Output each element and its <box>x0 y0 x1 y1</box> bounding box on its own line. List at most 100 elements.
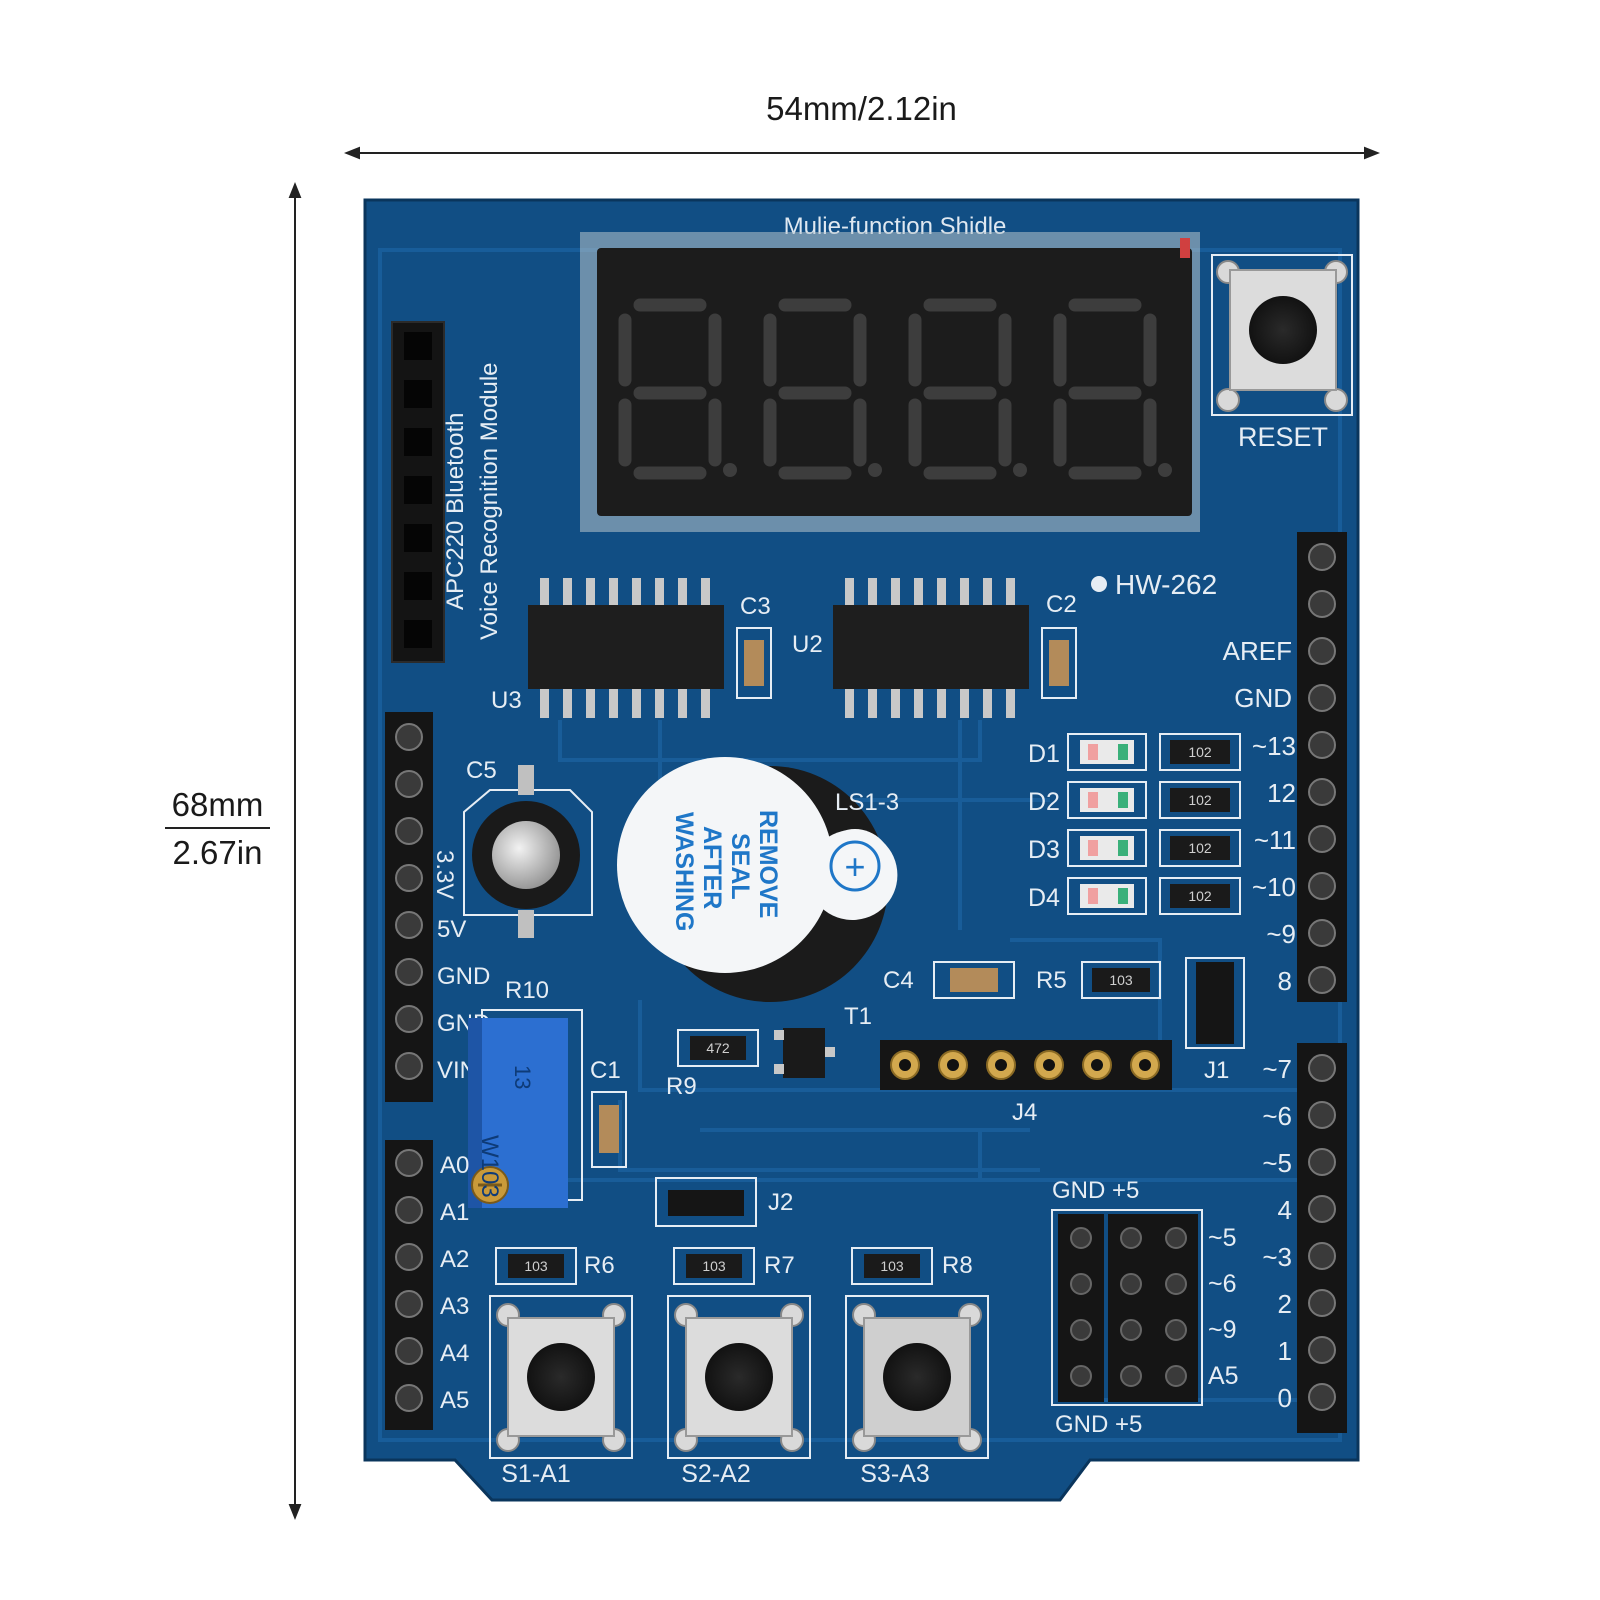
module-label-bluetooth: APC220 Bluetooth <box>442 413 469 610</box>
resistor-r5 <box>1081 961 1161 999</box>
resistor-code-r1: 102 <box>1188 744 1212 760</box>
right-header-top-labels: AREF GND ~13 12 ~11 ~10 ~9 8 <box>1223 636 1296 996</box>
label-j2: J2 <box>768 1189 793 1216</box>
buzzer-plus-symbol: + <box>844 846 865 887</box>
led-labels: D1 D2 D3 D4 <box>1028 740 1060 912</box>
button-labels: S1-A1 S2-A2 S3-A3 <box>501 1460 929 1488</box>
label-r6: R6 <box>584 1252 615 1279</box>
power-header <box>385 712 433 1102</box>
seven-segment-display <box>597 248 1192 516</box>
pin-block-row-6: ~6 <box>1208 1270 1237 1298</box>
pin-block-bottom-label: GND +5 <box>1055 1411 1142 1438</box>
label-c1: C1 <box>590 1057 621 1084</box>
pin-label-6: ~6 <box>1262 1101 1292 1131</box>
height-in-label: 2.67in <box>172 834 263 871</box>
pin-label-gnd-1: GND <box>437 963 490 990</box>
analog-header-labels: A0 A1 A2 A3 A4 A5 <box>440 1152 469 1414</box>
pin-label-13: ~13 <box>1252 731 1296 761</box>
model-dot <box>1091 576 1107 592</box>
pin-label-10: ~10 <box>1252 872 1296 902</box>
pin-label-a5: A5 <box>440 1387 469 1414</box>
reset-button[interactable] <box>1211 254 1353 416</box>
display-decimal-points <box>723 463 1172 477</box>
reset-label: RESET <box>1238 422 1328 452</box>
led-resistor-codes: 102 102 102 102 <box>1188 744 1212 904</box>
resistor-code-r2: 102 <box>1188 792 1212 808</box>
potentiometer-r10[interactable] <box>468 1009 583 1208</box>
button-s3[interactable] <box>845 1295 989 1459</box>
led-label-d1: D1 <box>1028 740 1060 768</box>
pin-label-a4: A4 <box>440 1340 469 1367</box>
label-s3-a3: S3-A3 <box>860 1460 929 1488</box>
right-header-bottom <box>1297 1043 1347 1433</box>
label-t1: T1 <box>844 1003 872 1030</box>
pin-label-1: 1 <box>1278 1336 1292 1366</box>
pin-label-a2: A2 <box>440 1246 469 1273</box>
led-label-d2: D2 <box>1028 788 1060 816</box>
label-j4: J4 <box>1012 1099 1037 1126</box>
pin-label-2: 2 <box>1278 1289 1292 1319</box>
resistor-r9 <box>677 1029 759 1067</box>
transistor-t1 <box>774 1028 835 1078</box>
pin-label-gnd: GND <box>1234 683 1292 713</box>
pin-block-row-a5: A5 <box>1208 1362 1239 1390</box>
pin-block-row-labels: ~5 ~6 ~9 A5 <box>1208 1224 1239 1390</box>
label-c4: C4 <box>883 967 914 994</box>
pin-label-5v: 5V <box>437 916 466 943</box>
model-label: HW-262 <box>1115 569 1217 600</box>
resistor-code-r4: 102 <box>1188 888 1212 904</box>
display-marker <box>1180 238 1190 258</box>
jumper-j2 <box>655 1177 757 1227</box>
pin-label-a0: A0 <box>440 1152 469 1179</box>
button-s1[interactable] <box>489 1295 633 1459</box>
led-label-d3: D3 <box>1028 836 1060 864</box>
pot-marking-13: 13 <box>510 1065 535 1089</box>
pin-label-11: ~11 <box>1254 825 1296 855</box>
pin-label-7: ~7 <box>1262 1054 1292 1084</box>
analog-header <box>385 1140 433 1430</box>
capacitor-c3 <box>736 627 772 699</box>
width-dimension-label: 54mm/2.12in <box>766 90 957 127</box>
capacitor-c2 <box>1041 627 1077 699</box>
sticker-line-1: REMOVE <box>754 810 782 918</box>
led-array <box>1067 733 1241 915</box>
sticker-line-2: SEAL <box>726 833 754 900</box>
resistor-code-r8: 103 <box>880 1258 904 1274</box>
label-r10: R10 <box>505 977 549 1004</box>
right-header-top <box>1297 532 1347 1002</box>
height-dimension-label: 68mm 2.67in <box>165 785 270 873</box>
pin-block-top-label: GND +5 <box>1052 1177 1139 1204</box>
capacitor-c4 <box>933 961 1015 999</box>
height-mm-label: 68mm <box>165 785 270 829</box>
pin-block-row-5: ~5 <box>1208 1224 1237 1252</box>
resistor-code-r6: 103 <box>524 1258 548 1274</box>
pin-label-12: 12 <box>1267 778 1296 808</box>
socket-j4 <box>880 1040 1172 1090</box>
button-s2[interactable] <box>667 1295 811 1459</box>
buzzer-ls1 <box>617 757 898 1002</box>
resistor-r8 <box>851 1247 933 1285</box>
pin-label-4: 4 <box>1278 1195 1292 1225</box>
pot-marking-w103: W103 <box>476 1135 503 1198</box>
sticker-line-4: WASHING <box>670 812 698 931</box>
label-r8: R8 <box>942 1252 973 1279</box>
label-r9: R9 <box>666 1073 697 1100</box>
label-c5: C5 <box>466 757 497 784</box>
label-s1-a1: S1-A1 <box>501 1460 570 1488</box>
pin-label-9: ~9 <box>1266 919 1296 949</box>
resistor-r6 <box>495 1247 577 1285</box>
ic-u3 <box>528 578 724 718</box>
ic-u2 <box>833 578 1029 718</box>
label-c2: C2 <box>1046 591 1077 618</box>
resistor-code-r9: 472 <box>706 1040 730 1056</box>
display-digits <box>618 298 1157 480</box>
pin-label-3: ~3 <box>1262 1242 1292 1272</box>
pin-label-8: 8 <box>1278 966 1292 996</box>
pin-label-a3: A3 <box>440 1293 469 1320</box>
pin-label-aref: AREF <box>1223 636 1292 666</box>
led-label-d4: D4 <box>1028 884 1060 912</box>
right-header-bottom-labels: ~7 ~6 ~5 4 ~3 2 1 0 <box>1262 1054 1292 1413</box>
pin-block-row-9: ~9 <box>1208 1316 1237 1344</box>
pin-block-header <box>1051 1209 1203 1406</box>
